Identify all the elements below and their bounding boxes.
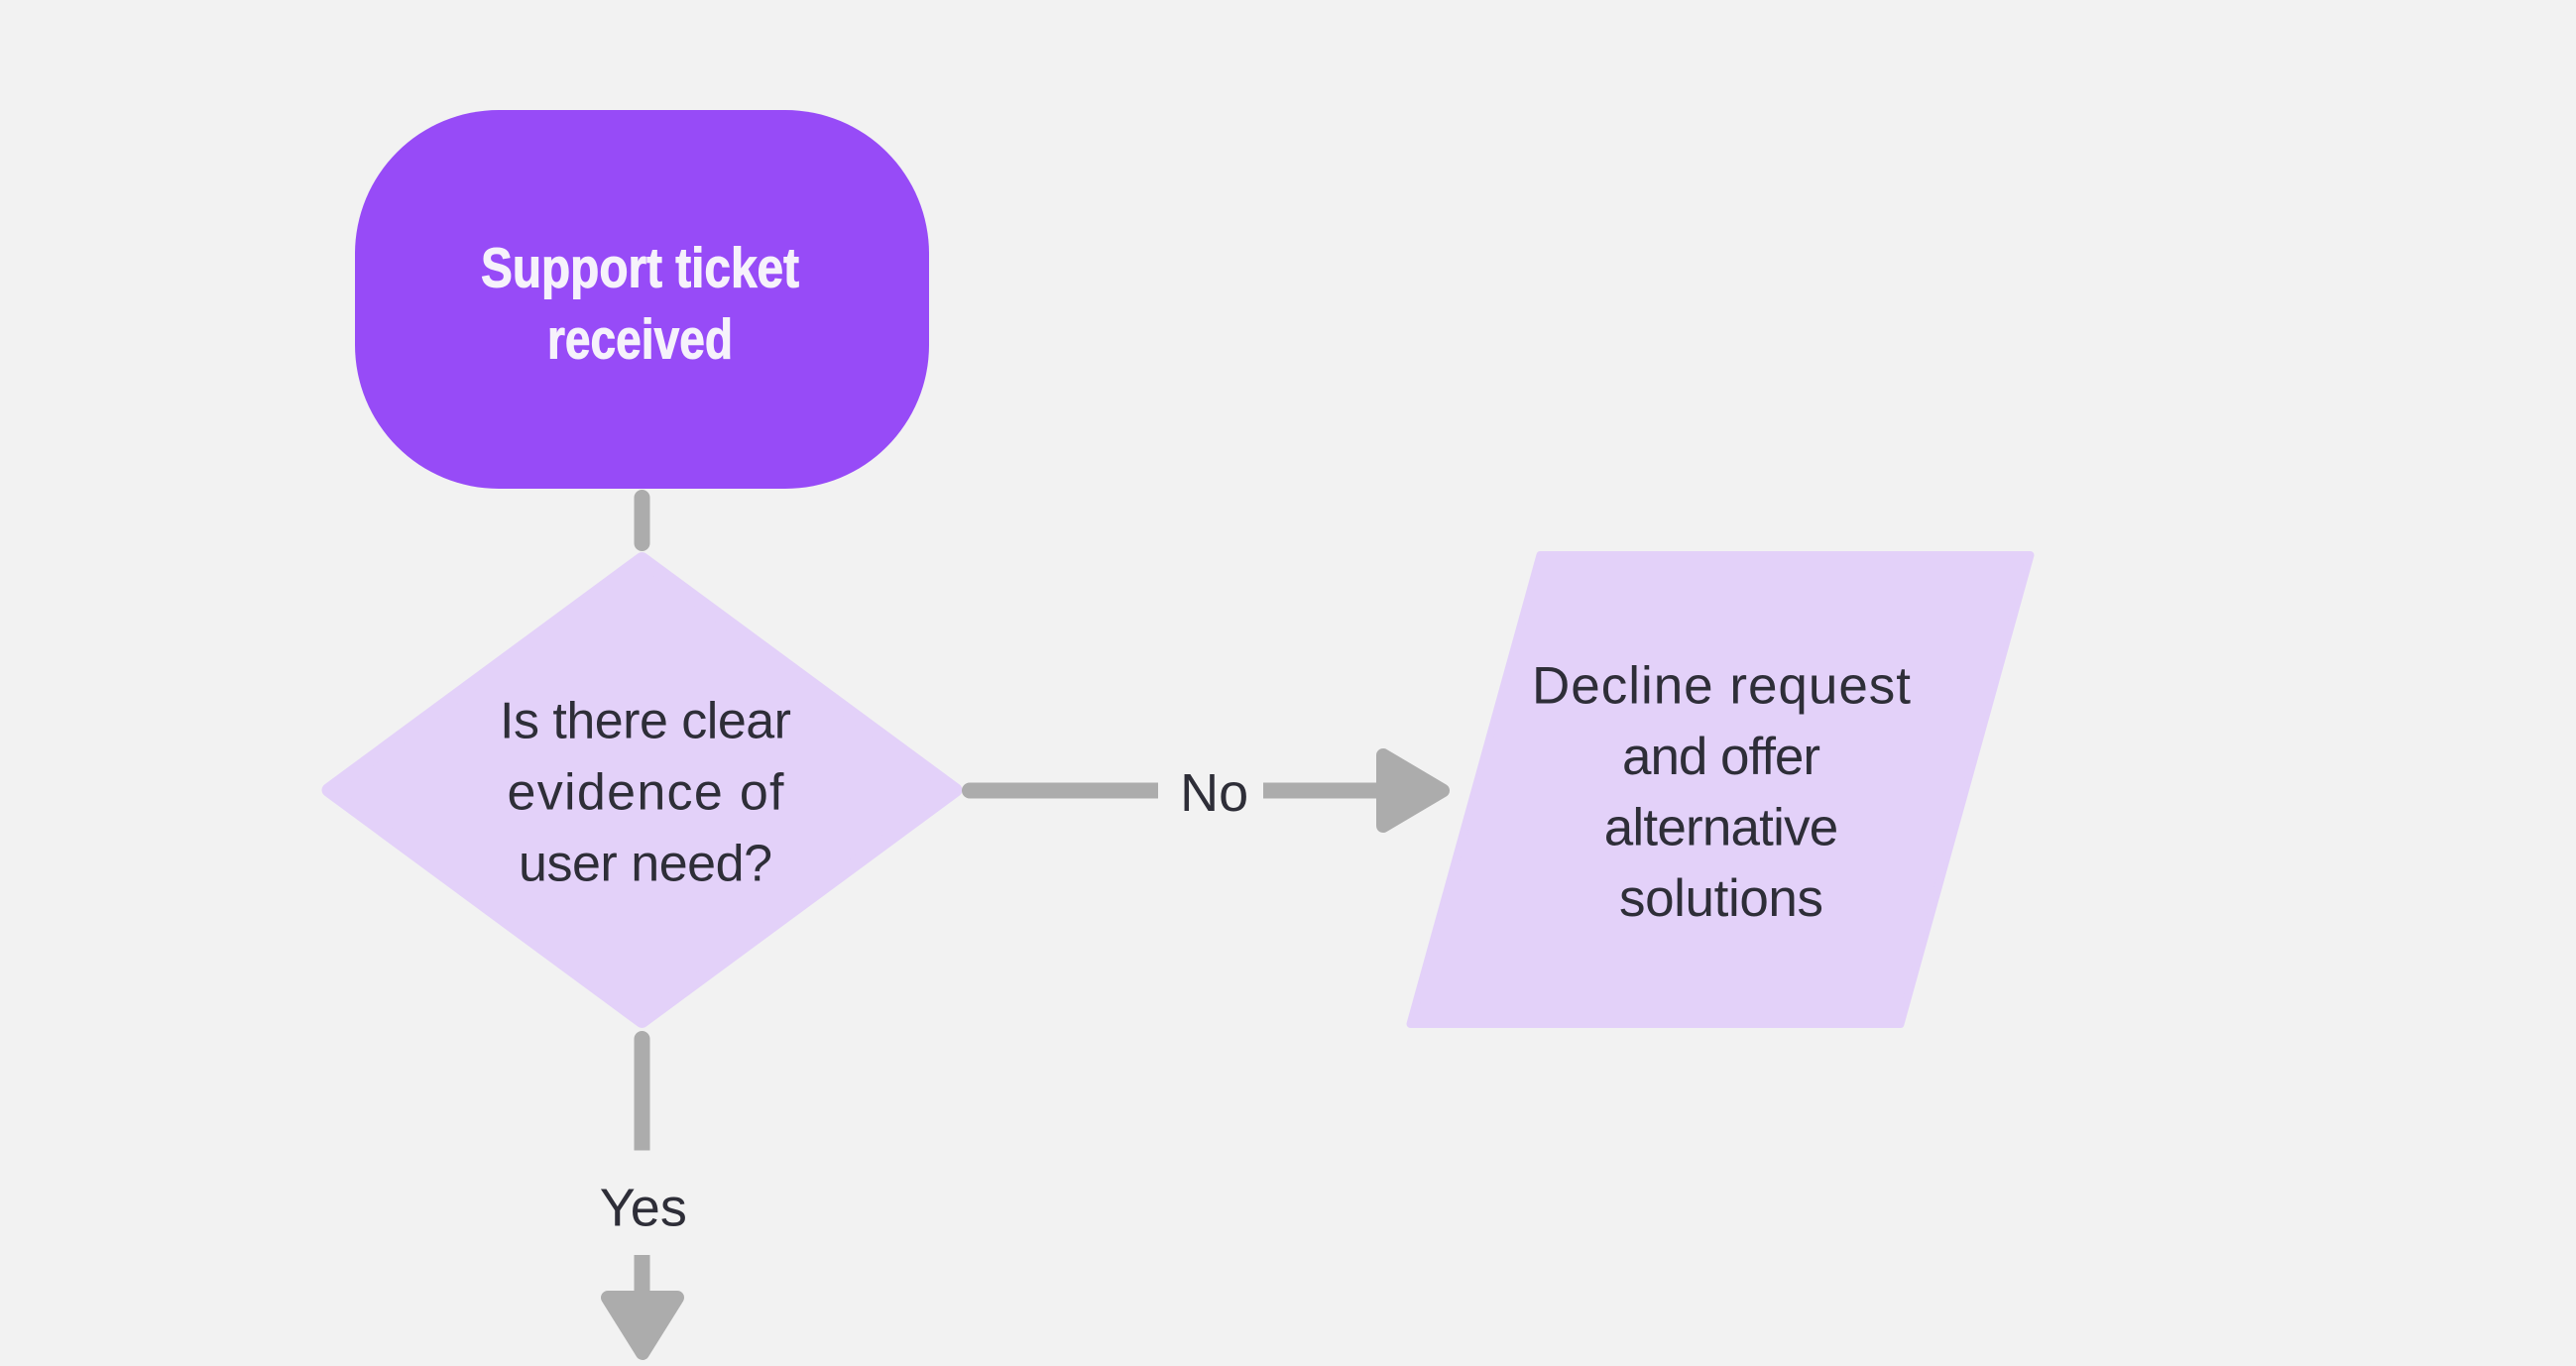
svg-text:No: No [1180,763,1248,823]
svg-text:evidence of: evidence of [508,764,785,822]
svg-text:user need?: user need? [519,836,772,893]
svg-text:and offer: and offer [1622,728,1820,786]
svg-text:solutions: solutions [1619,869,1823,928]
svg-text:Is there clear: Is there clear [500,693,791,750]
svg-text:Yes: Yes [600,1179,687,1238]
svg-text:alternative: alternative [1604,798,1839,856]
svg-text:Support ticket: Support ticket [481,237,799,300]
svg-text:Decline request: Decline request [1532,656,1911,715]
svg-text:received: received [547,308,733,372]
